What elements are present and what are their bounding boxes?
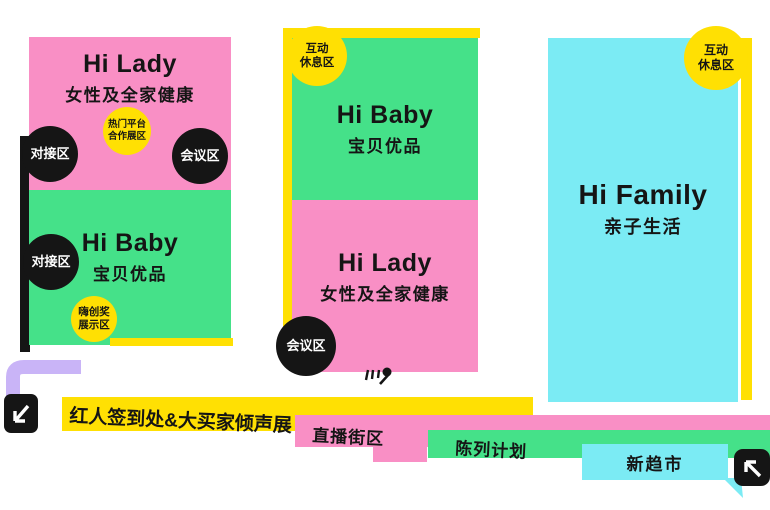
badge-label: 对接区 bbox=[30, 145, 70, 161]
zone-subtitle: 女性及全家健康 bbox=[320, 285, 450, 305]
zone-title: Hi Lady bbox=[338, 249, 432, 277]
zone-hi-family: Hi Family 亲子生活 bbox=[548, 38, 738, 402]
zone-subtitle: 宝贝优品 bbox=[348, 137, 422, 157]
badge-label-line1: 嗨创奖 bbox=[78, 305, 110, 318]
arrow-up-left-button[interactable] bbox=[734, 449, 770, 486]
zone-subtitle: 女性及全家健康 bbox=[65, 86, 195, 106]
badge-label-line2: 休息区 bbox=[299, 57, 335, 69]
badge-hi-award-display: 嗨创奖 展示区 bbox=[71, 296, 117, 342]
badge-label: 对接区 bbox=[31, 253, 71, 269]
purple-corner-decoration bbox=[6, 360, 81, 411]
left-block-black-strip bbox=[20, 136, 30, 352]
right-block-yellow-frame bbox=[741, 38, 752, 400]
badge-label-line1: 互动 bbox=[305, 42, 329, 55]
badge-hot-platform-expo: 热门平台 合作展区 bbox=[103, 107, 151, 155]
zone-title: Hi Lady bbox=[83, 50, 177, 78]
partial-glyph-icon bbox=[364, 367, 392, 385]
ribbon-label: 陈列计划 bbox=[454, 438, 528, 462]
badge-label-line2: 展示区 bbox=[78, 319, 110, 331]
zone-subtitle: 亲子生活 bbox=[604, 217, 682, 238]
ribbon-label: 新趋市 bbox=[626, 454, 684, 474]
badge-label-line2: 合作展区 bbox=[107, 131, 146, 142]
badge-dock-area-2: 对接区 bbox=[23, 234, 79, 290]
arrow-up-left-icon bbox=[744, 459, 762, 477]
badge-meeting-area-2: 会议区 bbox=[276, 316, 336, 376]
arrow-down-left-button[interactable] bbox=[4, 394, 38, 433]
left-block-yellow-underline bbox=[110, 338, 233, 346]
badge-rest-area-mid: 互动 休息区 bbox=[287, 26, 347, 86]
mid-block-yellow-frame-left bbox=[283, 28, 292, 327]
ribbon-label: 红人签到处&大买家倾声展 bbox=[68, 405, 293, 437]
badge-label-line1: 热门平台 bbox=[107, 119, 146, 131]
badge-label: 会议区 bbox=[286, 337, 326, 353]
mid-block-yellow-frame-top bbox=[283, 28, 480, 38]
arrow-down-left-icon bbox=[13, 404, 30, 423]
ribbon-new-market: 新趋市 bbox=[582, 444, 728, 480]
badge-label-line1: 互动 bbox=[703, 43, 728, 57]
badge-label: 会议区 bbox=[180, 147, 220, 163]
zone-subtitle: 宝贝优品 bbox=[93, 265, 167, 285]
badge-label-line2: 休息区 bbox=[697, 58, 734, 72]
zone-title: Hi Family bbox=[578, 179, 708, 210]
ribbon-live-street-tail bbox=[373, 446, 427, 462]
zone-title: Hi Baby bbox=[81, 229, 179, 257]
badge-dock-area-1: 对接区 bbox=[22, 126, 78, 182]
badge-meeting-area-1: 会议区 bbox=[172, 128, 228, 184]
zone-title: Hi Baby bbox=[336, 101, 434, 129]
badge-rest-area-right: 互动 休息区 bbox=[684, 26, 748, 90]
